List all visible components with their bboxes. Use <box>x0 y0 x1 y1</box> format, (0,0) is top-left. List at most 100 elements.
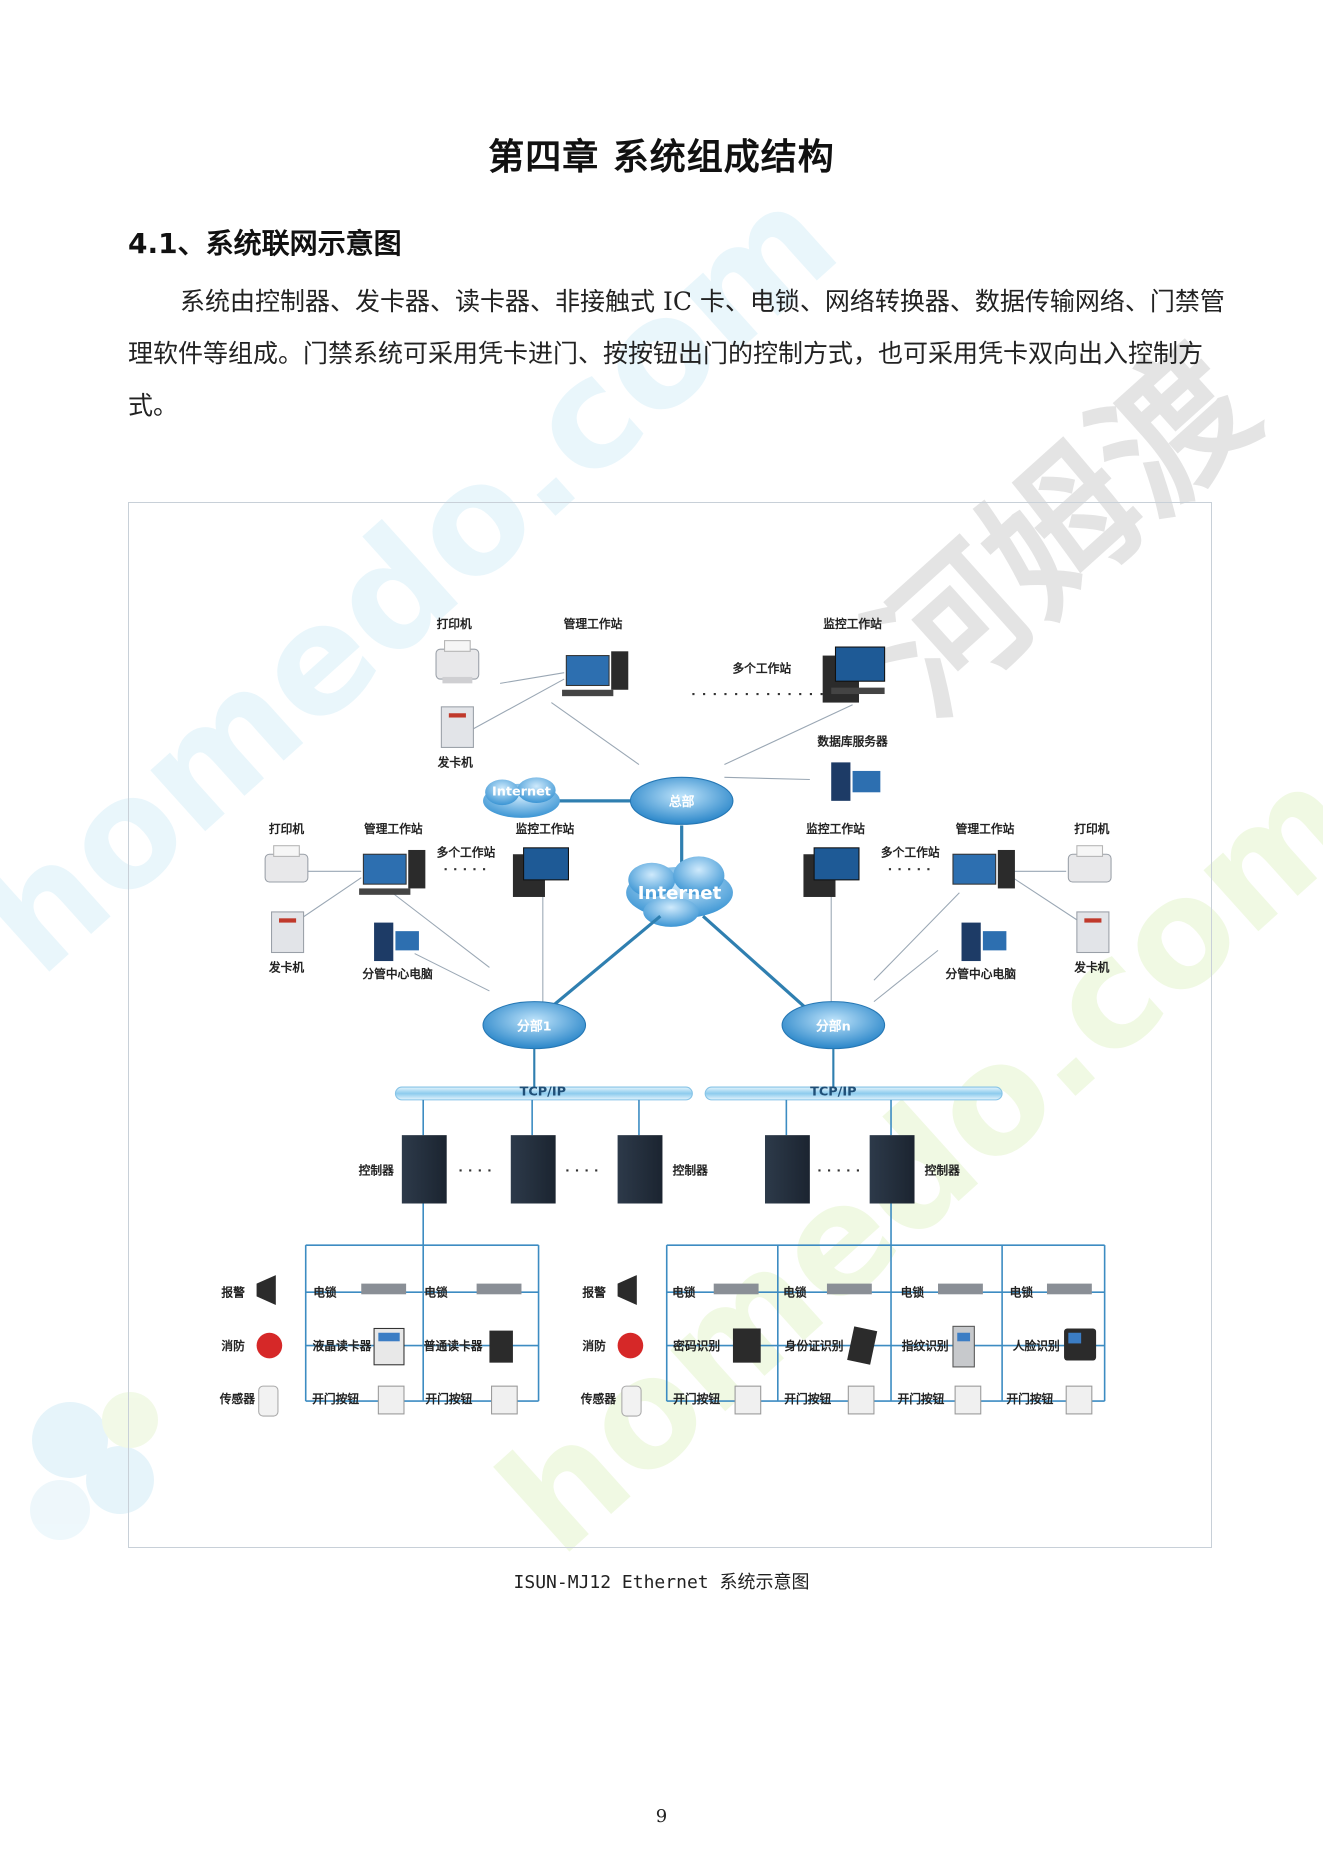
hq-mgmt-station-label: 管理工作站 <box>564 617 623 631</box>
branchn-gray-links <box>830 870 1088 1013</box>
exit-button-icon <box>734 1385 762 1415</box>
internet-cloud-icon <box>483 777 560 818</box>
b1-monitor-station-label: 监控工作站 <box>516 822 575 836</box>
card-issuer-icon <box>271 911 305 954</box>
bn-exit-btn-b-label: 开门按钮 <box>784 1392 831 1406</box>
b1-hub-label: 分部1 <box>517 1018 552 1034</box>
bn-finger-reader-label: 指纹识别 <box>902 1339 949 1353</box>
id-reader-icon <box>847 1326 878 1365</box>
bn-multi-stations-label: 多个工作站 <box>881 845 940 859</box>
bn-controller-label: 控制器 <box>925 1164 960 1178</box>
branch1-bus <box>394 1086 693 1101</box>
electric-lock-icon <box>713 1283 759 1295</box>
b1-controller-drops <box>422 1099 640 1136</box>
bn-branch-pc-label: 分管中心电脑 <box>946 967 1017 981</box>
b1-lock-b-label: 电锁 <box>424 1285 448 1299</box>
card-issuer-icon <box>1076 911 1110 954</box>
b1-controller-right-label: 控制器 <box>673 1164 708 1178</box>
chapter-title: 第四章 系统组成结构 <box>488 137 835 178</box>
face-reader-icon <box>1064 1328 1097 1361</box>
exit-button-icon <box>1065 1385 1093 1415</box>
bn-pin-reader-label: 密码识别 <box>673 1339 720 1353</box>
controller-box <box>510 1135 556 1204</box>
hq-db-server-label: 数据库服务器 <box>817 734 888 748</box>
electric-lock-icon <box>361 1283 407 1295</box>
body-paragraph: 系统由控制器、发卡器、读卡器、非接触式 IC 卡、电锁、网络转换器、数据传输网络… <box>128 287 1225 420</box>
main-internet-cloud-icon <box>626 856 733 927</box>
bn-id-reader-label: 身份证识别 <box>785 1339 844 1353</box>
lcd-reader-icon <box>373 1327 405 1366</box>
card-reader-icon <box>489 1330 513 1363</box>
monitor-workstation-icon <box>822 646 886 703</box>
bn-alarm-label: 报警 <box>582 1285 606 1299</box>
fire-alarm-icon <box>256 1332 283 1359</box>
b1-exit-btn-b-label: 开门按钮 <box>425 1392 472 1406</box>
b1-exit-btn-a-label: 开门按钮 <box>312 1392 359 1406</box>
pin-reader-icon <box>732 1328 761 1363</box>
hq-gray-links <box>462 672 853 781</box>
controller-box <box>401 1135 447 1204</box>
electric-lock-icon <box>826 1283 872 1295</box>
monitor-workstation-icon <box>803 847 860 897</box>
b1-fire-label: 消防 <box>221 1339 245 1353</box>
bn-exit-btn-d-label: 开门按钮 <box>1006 1392 1053 1406</box>
branch-pc-icon <box>961 922 1007 962</box>
workstation-icon <box>952 849 1015 889</box>
exit-button-icon <box>954 1385 982 1415</box>
hq-printer-label: 打印机 <box>437 617 472 631</box>
alarm-horn-icon <box>617 1275 637 1305</box>
bn-controller-drops <box>785 1099 892 1136</box>
workstation-icon <box>562 651 629 697</box>
controller-box <box>617 1135 663 1204</box>
bn-exit-btn-a-label: 开门按钮 <box>673 1392 720 1406</box>
bn-hub-label: 分部n <box>816 1018 851 1034</box>
main-internet-label: Internet <box>638 883 722 904</box>
branchn-bus <box>704 1086 1003 1101</box>
hq-hub <box>629 776 734 825</box>
bn-lock-b-label: 电锁 <box>783 1285 807 1299</box>
card-issuer-icon <box>440 706 474 748</box>
hq-monitor-station-label: 监控工作站 <box>823 617 882 631</box>
electric-lock-icon <box>1046 1283 1092 1295</box>
db-server-icon <box>831 762 881 801</box>
bn-lock-d-label: 电锁 <box>1010 1285 1034 1299</box>
network-diagram-frame: 打印机 发卡机 管理工作站 多个工作站 监控工作站 数据库服务器 Interne… <box>128 502 1212 1548</box>
page-number: 9 <box>655 1806 668 1827</box>
electric-lock-icon <box>938 1283 983 1295</box>
monitor-workstation-icon <box>512 847 569 897</box>
b1-bus-label: TCP/IP <box>520 1085 566 1100</box>
printer-icon <box>264 845 309 883</box>
alarm-horn-icon <box>256 1275 276 1305</box>
figure-caption: ISUN-MJ12 Ethernet 系统示意图 <box>513 1572 810 1593</box>
exit-button-icon <box>847 1385 875 1415</box>
fingerprint-reader-icon <box>952 1325 975 1368</box>
bn-face-reader-label: 人脸识别 <box>1013 1339 1060 1353</box>
branch-pc-icon <box>374 922 419 962</box>
controller-box <box>869 1135 915 1204</box>
sensor-icon <box>621 1385 642 1417</box>
exit-button-icon <box>377 1385 405 1415</box>
b1-sensor-label: 传感器 <box>219 1392 255 1406</box>
b1-multi-stations-label: 多个工作站 <box>437 845 496 859</box>
controller-box <box>764 1135 810 1204</box>
bn-lock-a-label: 电锁 <box>672 1285 696 1299</box>
bn-card-issuer-label: 发卡机 <box>1073 961 1109 975</box>
hq-internet-label: Internet <box>492 784 551 799</box>
b1-alarm-label: 报警 <box>221 1285 245 1299</box>
bn-fire-label: 消防 <box>582 1339 606 1353</box>
b1-branch-pc-label: 分管中心电脑 <box>362 967 433 981</box>
printer-icon <box>1067 845 1112 883</box>
b1-device-wires <box>304 1203 540 1402</box>
b1-lcd-reader-label: 液晶读卡器 <box>313 1339 372 1353</box>
b1-mgmt-station-label: 管理工作站 <box>364 822 423 836</box>
hq-hub-label: 总部 <box>669 794 695 810</box>
bn-device-wires <box>665 1203 1106 1402</box>
fire-alarm-icon <box>617 1332 644 1359</box>
exit-button-icon <box>491 1385 518 1415</box>
b1-card-issuer-label: 发卡机 <box>268 961 304 975</box>
bn-mgmt-station-label: 管理工作站 <box>956 822 1015 836</box>
b1-printer-label: 打印机 <box>269 822 304 836</box>
bn-monitor-station-label: 监控工作站 <box>806 822 865 836</box>
printer-icon <box>435 640 480 684</box>
sensor-icon <box>258 1385 279 1417</box>
